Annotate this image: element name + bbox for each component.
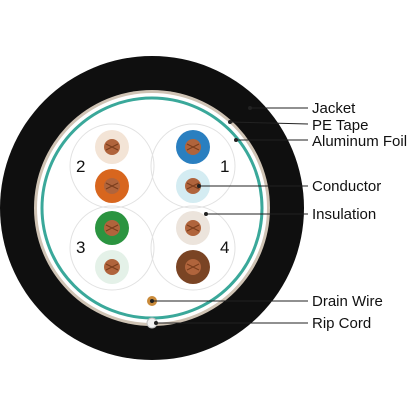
pair-2-conductor-orange xyxy=(95,169,129,203)
pair-4-conductor-brown xyxy=(176,250,210,284)
pair-boundary-4 xyxy=(150,205,236,291)
pe-tape-inner xyxy=(37,93,267,323)
label-rip-cord: Rip Cord xyxy=(312,315,371,332)
callout-leaders xyxy=(150,106,309,325)
pair-number-1: 1 xyxy=(220,157,229,176)
label-aluminum-foil: Aluminum Foil xyxy=(312,133,407,150)
pair-1-conductor-white-blue xyxy=(176,169,210,203)
pair-1-conductor-blue xyxy=(176,130,210,164)
pair-3-conductor-white-green xyxy=(95,250,129,284)
label-drain-wire: Drain Wire xyxy=(312,293,383,310)
label-pe-tape: PE Tape xyxy=(312,117,368,134)
label-conductor: Conductor xyxy=(312,178,381,195)
label-jacket: Jacket xyxy=(312,100,356,117)
pair-3-conductor-green xyxy=(95,211,129,245)
pair-number-4: 4 xyxy=(220,238,229,257)
pair-4-conductor-white-brown xyxy=(176,211,210,245)
pair-2-conductor-white-orange xyxy=(95,130,129,164)
pair-number-2: 2 xyxy=(76,157,85,176)
pair-boundary-3 xyxy=(69,205,155,291)
pair-boundary-1 xyxy=(150,123,236,209)
label-insulation: Insulation xyxy=(312,206,376,223)
pair-number-3: 3 xyxy=(76,238,85,257)
pair-boundary-2 xyxy=(69,123,155,209)
